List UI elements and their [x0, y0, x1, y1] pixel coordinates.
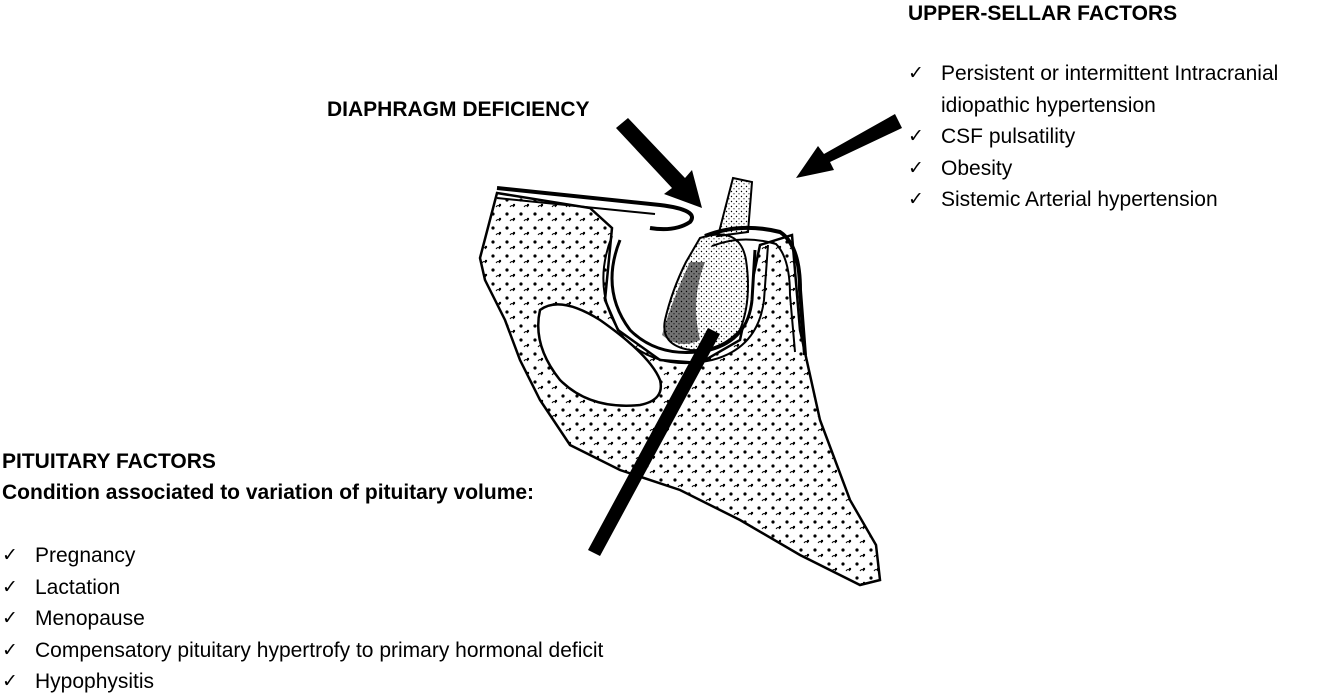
pituitary-arrow — [588, 328, 720, 556]
check-icon: ✓ — [2, 607, 18, 629]
check-icon: ✓ — [908, 156, 924, 179]
diaphragm-deficiency-label: DIAPHRAGM DEFICIENCY — [327, 98, 590, 121]
list-item: ✓ Compensatory pituitary hypertrofy to p… — [2, 635, 603, 667]
pituitary-title: PITUITARY FACTORS — [2, 450, 216, 473]
diaphragm-arrow — [616, 118, 702, 208]
list-item: ✓ Obesity — [908, 153, 1333, 185]
upper-sellar-arrow — [796, 114, 902, 178]
list-item: ✓ Pregnancy — [2, 540, 603, 572]
check-icon: ✓ — [2, 544, 18, 566]
upper-sellar-list: ✓ Persistent or intermittent Intracrania… — [908, 58, 1333, 216]
list-item: ✓ Menopause — [2, 603, 603, 635]
arrow-icon — [588, 114, 902, 556]
pituitary-stalk — [716, 176, 754, 238]
check-icon: ✓ — [908, 62, 924, 84]
pituitary-subtitle: Condition associated to variation of pit… — [2, 481, 535, 504]
list-item: ✓ Lactation — [2, 572, 603, 604]
upper-sellar-title: UPPER-SELLAR FACTORS — [908, 2, 1178, 25]
diaphragma-sellae — [496, 186, 807, 356]
check-icon: ✓ — [2, 638, 18, 661]
list-item: ✓ Hypophysitis — [2, 666, 603, 698]
check-icon: ✓ — [2, 575, 18, 598]
list-item: ✓ Persistent or intermittent Intracrania… — [908, 58, 1333, 121]
pituitary-gland — [662, 233, 749, 352]
check-icon: ✓ — [908, 125, 924, 147]
pituitary-list: ✓ Pregnancy ✓ Lactation ✓ Menopause ✓ Co… — [2, 540, 603, 698]
list-item: ✓ Sistemic Arterial hypertension — [908, 184, 1333, 216]
check-icon: ✓ — [2, 670, 18, 692]
check-icon: ✓ — [908, 188, 924, 210]
list-item: ✓ CSF pulsatility — [908, 121, 1333, 153]
